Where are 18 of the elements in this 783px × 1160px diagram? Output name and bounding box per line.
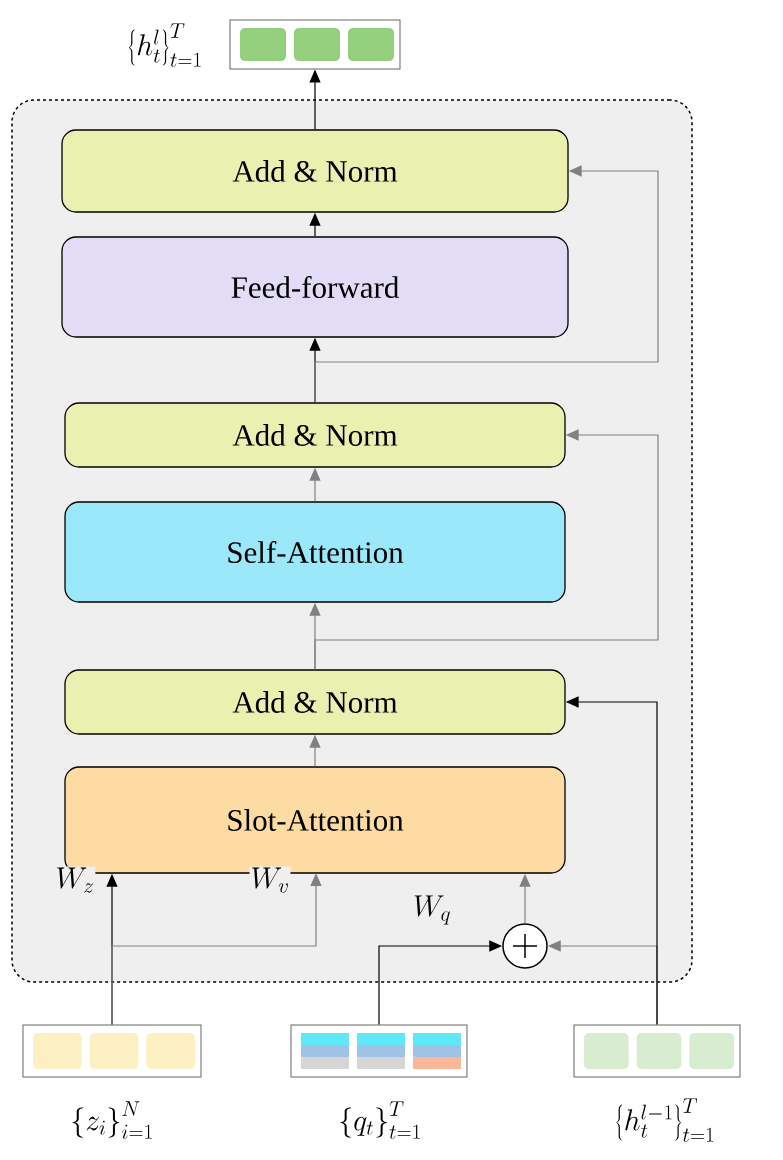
sum-circle: [502, 923, 548, 969]
vector-label: $\left\{h_t^{l}\right\}_{t=1}^{T}$: [129, 23, 201, 67]
edge-label: $W_q$: [411, 894, 453, 926]
vector-drawing: [229, 19, 401, 70]
norm-box: Add & Norm: [64, 402, 566, 468]
process-box: Feed-forward: [61, 236, 569, 338]
arrow: [111, 873, 322, 1026]
norm-box: Add & Norm: [64, 669, 566, 735]
vector-label: $\left\{q_t\right\}_{t=1}^{T}$: [340, 1101, 420, 1139]
process-box: Self-Attention: [64, 501, 566, 603]
vector-drawing: [573, 1024, 741, 1078]
arrow: [314, 429, 659, 670]
vector-label: $\left\{z_i\right\}_{i=1}^{N}$: [72, 1101, 152, 1139]
arrow: [314, 165, 659, 403]
norm-box: Add & Norm: [61, 129, 569, 213]
vector-drawing: [290, 1024, 468, 1078]
vector-drawing: [22, 1024, 202, 1078]
vector-label: $\left\{h_t^{l-1}\right\}_{t=1}^{T}$: [616, 1098, 714, 1142]
